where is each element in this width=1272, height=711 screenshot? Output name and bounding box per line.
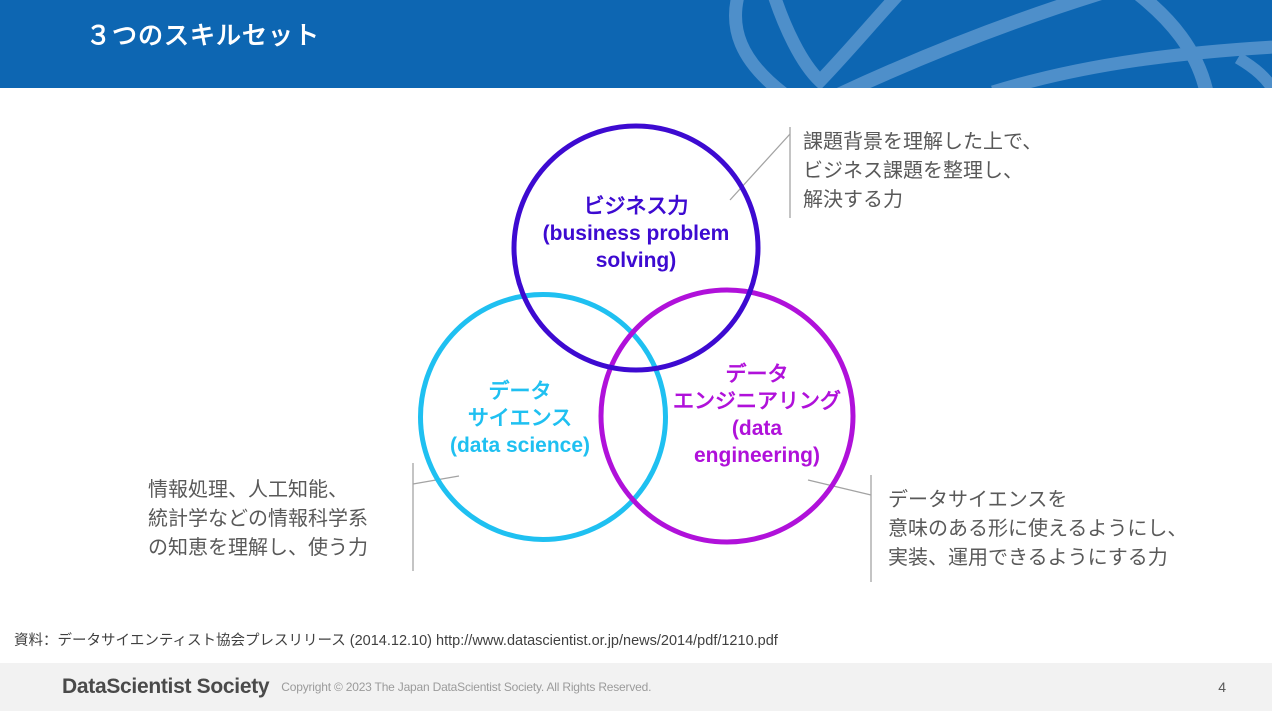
engineering-annotation-line: 意味のある形に使えるようにし、: [888, 518, 1188, 540]
business-annotation: 課題背景を理解した上で、 ビジネス課題を整理し、 解決する力: [803, 128, 1042, 215]
science-label-line: データ: [488, 380, 552, 403]
data-science-circle: [418, 292, 668, 542]
business-label-line: solving): [595, 249, 677, 272]
business-annotation-line: 解決する力: [803, 189, 903, 211]
engineering-annotation-line: データサイエンスを: [888, 489, 1068, 511]
data-engineering-circle-label: データ エンジニアリング (data engineering): [607, 361, 907, 469]
business-leader-diagonal: [729, 133, 791, 201]
datascientist-society-logo: DataScientist Society: [62, 675, 270, 698]
engineering-annotation-line: 実装、運用できるようにする力: [888, 547, 1168, 569]
business-circle-label: ビジネス力 (business problem solving): [486, 193, 786, 274]
science-annotation-line: 統計学などの情報科学系: [148, 508, 368, 530]
page-title: ３つのスキルセット: [86, 22, 321, 50]
business-circle: [511, 123, 761, 373]
science-annotation-line: 情報処理、人工知能、: [148, 479, 348, 501]
page-number: 4: [1218, 679, 1226, 695]
network-swoosh-decoration-icon: [728, 0, 1272, 88]
header-bar: ３つのスキルセット: [0, 0, 1272, 88]
engineering-leader-diagonal: [807, 479, 872, 496]
data-science-annotation: 情報処理、人工知能、 統計学などの情報科学系 の知恵を理解し、使う力: [148, 476, 368, 563]
business-annotation-line: ビジネス課題を整理し、: [803, 160, 1023, 182]
data-engineering-circle: [598, 287, 856, 545]
source-citation: 資料：データサイエンティスト協会プレスリリース (2014.12.10) htt…: [14, 633, 778, 649]
footer-bar: DataScientist Society Copyright © 2023 T…: [0, 663, 1272, 711]
business-label-line: ビジネス力: [583, 195, 689, 218]
science-label-line: (data science): [449, 434, 591, 457]
business-label-line: (business problem: [542, 222, 730, 245]
business-annotation-line: 課題背景を理解した上で、: [803, 131, 1043, 153]
data-engineering-annotation: データサイエンスを 意味のある形に使えるようにし、 実装、運用できるようにする力: [888, 486, 1187, 573]
engineering-label-line: データ: [725, 363, 789, 386]
science-label-line: サイエンス: [467, 407, 573, 430]
data-science-circle-label: データ サイエンス (data science): [370, 378, 670, 459]
engineering-label-line: (data: [731, 417, 783, 440]
engineering-label-line: engineering): [693, 444, 820, 467]
engineering-label-line: エンジニアリング: [673, 390, 841, 413]
copyright-text: Copyright © 2023 The Japan DataScientist…: [281, 680, 652, 694]
science-annotation-line: の知恵を理解し、使う力: [148, 537, 368, 559]
